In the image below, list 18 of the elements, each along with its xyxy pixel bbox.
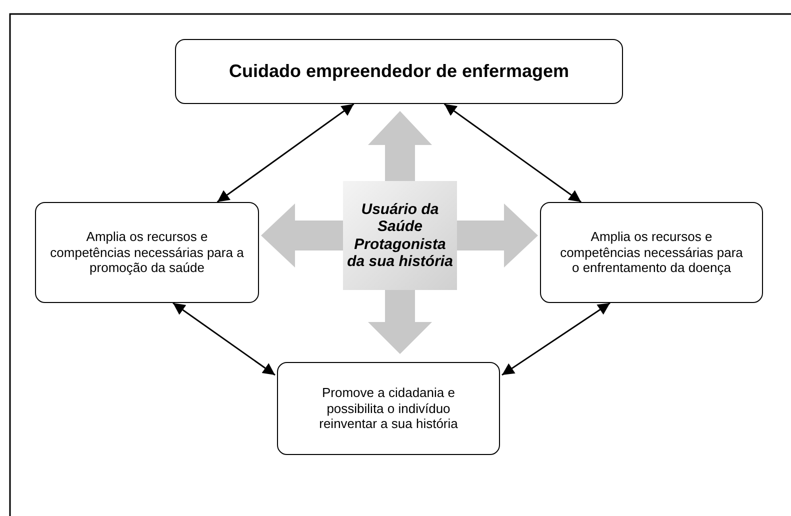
block-arrow [261, 204, 343, 268]
node-text: Promove a cidadania e possibilita o indivíduo reinventar a sua história [318, 385, 459, 432]
double-arrow [444, 103, 582, 203]
block-arrow [457, 204, 538, 268]
process-box [35, 202, 259, 303]
process-box [540, 202, 763, 303]
node-text: Cuidado empreendedor de enfermagem [228, 60, 570, 82]
title-box [175, 39, 623, 104]
double-arrow [502, 302, 610, 376]
block-arrow [368, 290, 432, 354]
double-arrow [216, 103, 354, 203]
node-text: Amplia os recursos e competências necessárias para a promoção da saúde [50, 229, 244, 276]
process-box [277, 362, 500, 455]
node-text: Amplia os recursos e competências necessárias para o enfrentamento da doença [559, 229, 744, 276]
block-arrow [368, 111, 432, 181]
double-arrow [172, 302, 276, 376]
center-square [343, 181, 457, 290]
node-text: Usuário da Saúde Protagonista da sua história [346, 201, 454, 270]
